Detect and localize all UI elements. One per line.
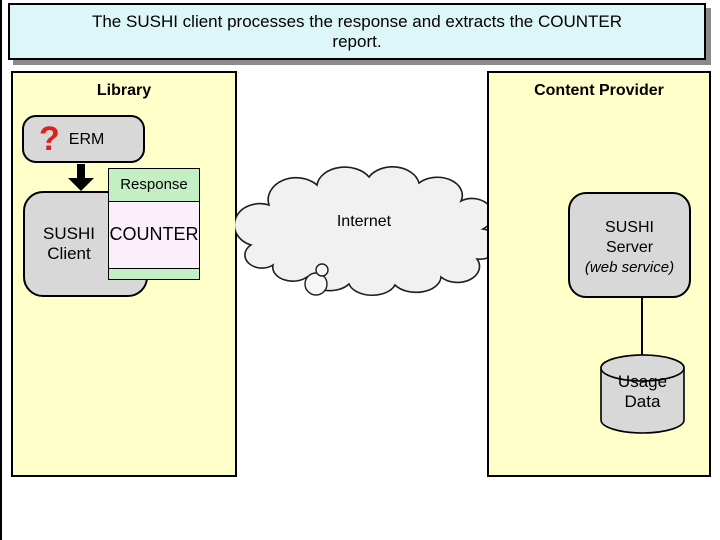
question-mark-icon: ? (39, 120, 60, 158)
response-box: Response COUNTER (108, 168, 200, 280)
library-panel-header: Library (96, 82, 152, 99)
erm-box: ? ERM (22, 115, 145, 163)
internet-cloud-icon (235, 166, 493, 297)
sushi-server-label-line3: (web service) (584, 259, 675, 276)
usage-data-cylinder-icon (600, 354, 685, 434)
slide-left-border (0, 0, 2, 540)
internet-label: Internet (336, 213, 392, 230)
response-footer-strip (109, 268, 199, 279)
sushi-server-label-line1: SUSHI (605, 219, 654, 236)
slide-title: The SUSHI client processes the response … (91, 12, 623, 51)
sushi-client-label: SUSHI Client (43, 224, 95, 263)
erm-label: ERM (68, 131, 105, 148)
response-header: Response (109, 169, 199, 202)
sushi-server-label-line2: Server (605, 239, 654, 256)
usage-data-label: Usage Data (617, 372, 668, 411)
counter-report-label: COUNTER (109, 224, 199, 244)
sushi-server-box: SUSHI Server (web service) (568, 192, 691, 298)
down-arrow-icon (68, 164, 94, 191)
title-banner: The SUSHI client processes the response … (8, 3, 706, 60)
server-database-connector (641, 297, 643, 365)
content-provider-header: Content Provider (534, 82, 664, 99)
